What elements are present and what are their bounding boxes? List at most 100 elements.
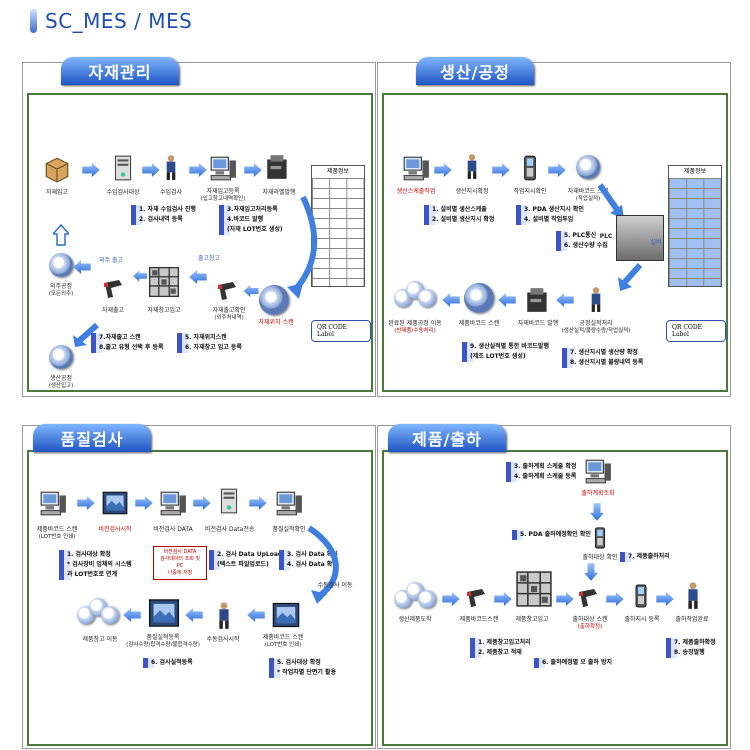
operator-icon bbox=[582, 283, 610, 315]
flow-arrow-right-icon bbox=[135, 496, 153, 510]
flow-arrow-down-icon bbox=[584, 562, 598, 582]
scanner-icon bbox=[101, 275, 127, 301]
note-production-6: 6. 생산수량 수집 bbox=[556, 241, 611, 251]
flow-arrow-right-icon bbox=[189, 163, 207, 177]
flow-arrow-left-icon bbox=[123, 608, 141, 622]
plan-pc-icon bbox=[584, 456, 612, 486]
production-diagram: 생산스케줄작업 생산지시확정 작업지시확인 자재바코드 스캔 (작업실적) 1.… bbox=[382, 93, 728, 392]
flow-arrow-right-icon bbox=[82, 163, 100, 177]
note-quality-1c: 과 LOT번호로 연계 bbox=[59, 570, 121, 580]
note-quality-6: 6. 검사실적등록 bbox=[143, 658, 196, 668]
flow-arrow-left-icon bbox=[498, 293, 516, 307]
note-quality-3: 3. 검사 Data 확인 bbox=[279, 550, 341, 560]
panel-production-title: 생산/공정 bbox=[416, 57, 534, 85]
note-production-2: 2. 설비별 생산지시 확정 bbox=[424, 215, 498, 225]
note-material-1: 1. 자재 수입검사 진행 bbox=[131, 205, 199, 215]
production-table-grid bbox=[669, 178, 721, 286]
note-production-3: 3. PDA 생산지시 확인 bbox=[516, 205, 587, 215]
label-data: 비전검사 DATA bbox=[153, 526, 193, 533]
label-plc: PLC bbox=[599, 233, 613, 240]
curve-arrow-icon bbox=[287, 195, 318, 299]
label-supplier: 외주공정 bbox=[49, 283, 73, 290]
register-screen-icon bbox=[147, 596, 181, 630]
label-out-store: 출고창고 bbox=[197, 255, 221, 262]
note-shipping-4: 4. 출하계획 스케줄 등록 bbox=[506, 472, 580, 482]
label-confirm: 품질실적확인 bbox=[272, 526, 306, 533]
label-ship: 출하작업완료 bbox=[675, 616, 709, 623]
supplier-disc-icon bbox=[49, 253, 73, 277]
material-table-grid bbox=[312, 178, 364, 286]
flow-arrow-right-icon bbox=[494, 592, 512, 606]
label-work: 작업지시확인 bbox=[513, 188, 547, 195]
ship-worker-icon bbox=[678, 580, 708, 610]
material-diagram: 자재입고 수입검사대상 수입검사 자재입고등록 (입고창고내역확인) 자재라벨발… bbox=[27, 93, 373, 392]
label-scan-sub: (작업실적) bbox=[575, 196, 601, 202]
flow-arrow-down-icon bbox=[590, 502, 604, 522]
material-disc-icon bbox=[576, 155, 600, 179]
pda-icon bbox=[588, 524, 612, 552]
label-ship-order: 출하지시 등록 bbox=[624, 616, 660, 623]
finish-disc-3-icon bbox=[418, 289, 436, 307]
note-production-5: 5. PLC통신 bbox=[556, 231, 600, 241]
flow-arrow-left-icon bbox=[185, 608, 203, 622]
label-pick: 출하대상 스캔 bbox=[572, 616, 608, 623]
label-issue-prod-sub: (외주처내역) bbox=[214, 315, 244, 321]
panel-quality-title: 품질검사 bbox=[33, 424, 151, 452]
label-outsourcing: 외주 출고 bbox=[99, 257, 123, 264]
label-line: 설비 bbox=[650, 239, 662, 246]
note-shipping-6: 6. 출하예정별 오 출하 방지 bbox=[534, 658, 616, 668]
note-production-9: 9. 생산실적별 통한 바코드발행 bbox=[462, 342, 552, 352]
note-production-4: 4. 설비별 작업투입 bbox=[516, 215, 577, 225]
note-material-8: 8.출고 유형 선택 후 등록 bbox=[91, 343, 167, 353]
arrive-disc-3-icon bbox=[418, 590, 436, 608]
label-out-scan-sub: (LOT번호 인쇄) bbox=[264, 642, 302, 648]
warehouse-rack-icon bbox=[147, 265, 181, 299]
note-quality-5b: * 작업자별 단면기 활용 bbox=[269, 668, 340, 678]
forklift-icon bbox=[43, 155, 71, 183]
label-request: 비전검사시작 bbox=[98, 526, 132, 533]
flow-arrow-right-icon bbox=[249, 496, 267, 510]
label-issue-prod: 자재출고확인 bbox=[212, 307, 246, 314]
vision-data-popup: 비전검사 DATA 검사데이터 조회 및 PC 나중에 저장 bbox=[153, 546, 207, 580]
curve-arrow-icon bbox=[307, 525, 339, 604]
label-order: 생산지시확정 bbox=[455, 188, 489, 195]
flow-arrow-left-icon bbox=[133, 270, 147, 282]
qr-roll-icon bbox=[259, 285, 289, 315]
note-shipping-2: 2. 제품창고 적재 bbox=[470, 648, 525, 658]
production-disc-icon bbox=[49, 345, 73, 369]
label-scan: 자재출고 bbox=[101, 307, 125, 314]
label-finish-sub: (반제품/수동처리) bbox=[394, 328, 436, 334]
flow-arrow-left-icon bbox=[556, 293, 574, 307]
label-register: 품질실적등록 bbox=[146, 634, 180, 641]
warehouse-rack-icon bbox=[514, 568, 554, 610]
flow-arrow-left-icon bbox=[247, 608, 265, 622]
scan-pc-icon bbox=[39, 488, 67, 518]
label-qr-roll: 자재위치 스캔 bbox=[258, 319, 294, 326]
note-material-5: 5. 자재위치스캔 bbox=[177, 333, 230, 343]
note-shipping-7b: 7. 제품출하확정 bbox=[666, 638, 719, 648]
inspector-icon bbox=[157, 151, 185, 183]
label-prod-line-sub: (생산입고) bbox=[48, 383, 74, 389]
flow-arrow-diag-icon bbox=[73, 322, 99, 347]
note-production-9b: (제조 LOT번호 생성) bbox=[462, 352, 529, 362]
note-material-2: 2. 검사내역 등록 bbox=[131, 215, 186, 225]
note-production-7: 7. 생산지시별 생산량 확정 bbox=[562, 348, 641, 358]
label-finish: 완료된 제품공정 이동 bbox=[388, 320, 442, 327]
note-material-3: 3.자재입고처리등록 bbox=[219, 205, 281, 215]
product-roll-icon bbox=[464, 283, 494, 313]
schedule-pc-icon bbox=[402, 153, 430, 183]
note-quality-1: 1. 검사대상 확정 bbox=[59, 550, 114, 560]
label-plan: 생산스케줄작업 bbox=[396, 188, 436, 195]
label-warehouse: 제품창고입고 bbox=[515, 616, 549, 623]
note-quality-5: 5. 검사대상 확정 bbox=[269, 658, 324, 668]
material-roll-icon bbox=[109, 153, 137, 183]
scanner-icon bbox=[464, 584, 490, 610]
flow-arrow-right-icon bbox=[244, 163, 262, 177]
panel-shipping-title: 제품/출하 bbox=[388, 424, 506, 452]
panel-quality: 제품바코드 스캔 (LOT번호 인쇄) 비전검사시작 비전검사 DATA 비전검… bbox=[22, 424, 376, 749]
page-header: SC_MES / MES bbox=[30, 8, 192, 34]
note-production-8: 8. 생산지시별 불량내역 등록 bbox=[562, 358, 647, 368]
out-scan-image-icon bbox=[271, 600, 301, 630]
label-register-sub: (검사수량/합격수량/불합격수량) bbox=[126, 642, 200, 648]
manual-inspect-icon bbox=[209, 600, 239, 630]
